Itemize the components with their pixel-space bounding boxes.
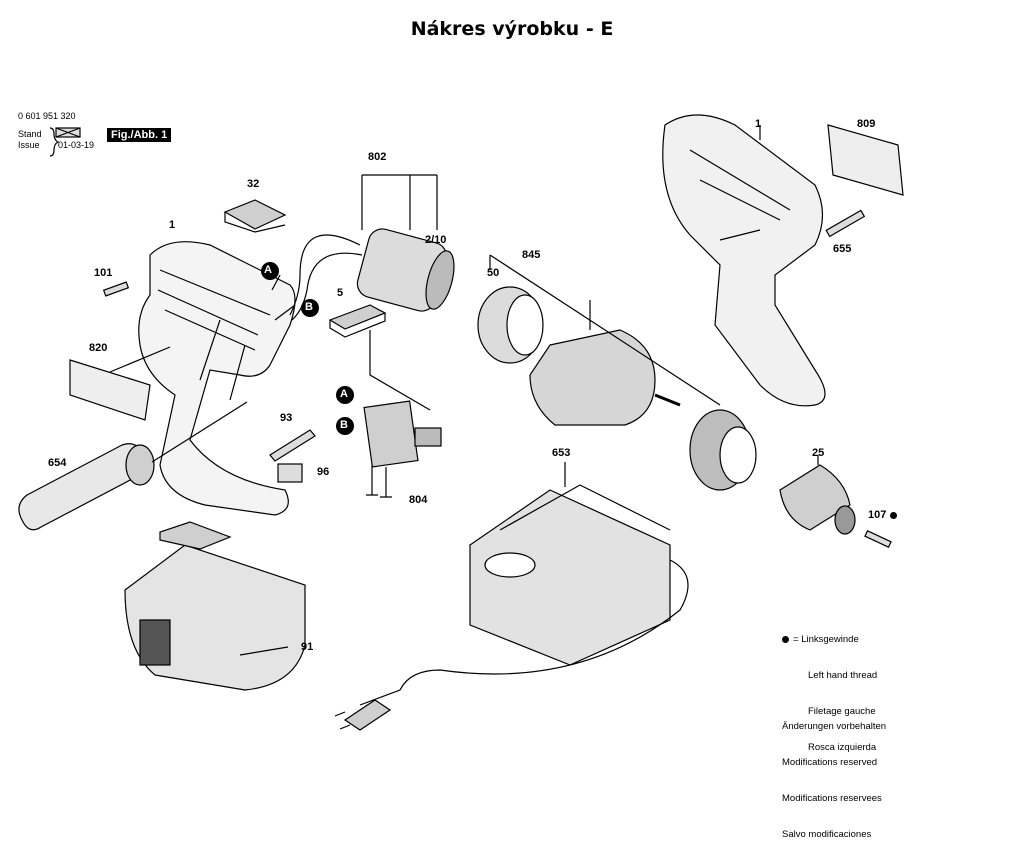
part-label: 91 [301,641,314,653]
bullet-icon [782,635,789,643]
power-plug [334,699,392,731]
part-label: 655 [833,243,852,255]
legend-line: = Linksgewinde [782,634,877,646]
part-label: 2/10 [425,234,447,246]
part-label: 107 [868,509,898,521]
part-label: 820 [89,342,108,354]
note-line: Modifications reservees [782,793,882,804]
part-5 [328,304,387,338]
marker-a: A [264,264,272,276]
legend-line: Rosca izquierda [808,742,877,753]
part-93 [269,429,316,462]
switch-804 [363,330,442,498]
charger-653 [359,462,689,706]
thread-legend: = Linksgewinde Left hand thread Filetage… [782,610,877,766]
screw-655 [825,209,866,238]
gearbox-50 [477,286,544,364]
note-line: Modifications reserved [782,757,878,768]
issue-label: Issue [18,140,40,150]
marker-b: B [340,419,348,431]
switch-cap-32 [223,199,287,233]
marker-circles [261,262,354,435]
page-title: Nákres výrobku - E [410,18,614,40]
part-label: 654 [48,457,67,469]
part-label: 50 [487,267,500,279]
legend-line: Filetage gauche [808,706,876,717]
part-label: 845 [522,249,541,261]
label-film-820 [69,346,171,421]
part-label: 93 [280,412,293,424]
part-label: 32 [247,178,260,190]
part-label: 802 [368,151,387,163]
crossed-stamp [55,127,81,138]
gearbox-845 [489,254,721,426]
note-line: Änderungen vorbehalten [782,721,887,732]
marker-a: A [340,388,348,400]
chuck-25 [779,455,856,535]
part-label: 809 [857,118,876,130]
part-label: 1 [755,118,762,130]
label-film-809 [827,124,904,196]
battery-91 [124,521,306,691]
part-label: 5 [337,287,344,299]
screw-107 [864,529,892,549]
note-line: Salvo modificaciones [782,829,872,840]
part-label: 804 [409,494,428,506]
part-label: 1 [169,219,176,231]
motor-802 [289,174,455,321]
marker-b: B [305,301,313,313]
part-number: 0 601 951 320 [18,111,76,121]
chuck-ring [689,409,757,491]
stand-label: Stand [18,129,42,139]
part-label: 25 [812,447,825,459]
legend-line: Left hand thread [808,670,878,681]
exploded-parts-diagram [18,114,904,731]
housing-right [662,114,826,407]
modifications-note: Änderungen vorbehalten Modifications res… [782,697,886,853]
part-96 [277,463,303,483]
aux-handle-654 [18,401,248,531]
part-label: 96 [317,466,330,478]
left-thread-bullet [890,511,898,519]
screw-101 [102,281,130,297]
part-label: 101 [94,267,113,279]
figure-badge: Fig./Abb. 1 [107,128,172,142]
housing-left [138,241,296,516]
part-label: 653 [552,447,571,459]
issue-date: 01-03-19 [58,140,95,150]
